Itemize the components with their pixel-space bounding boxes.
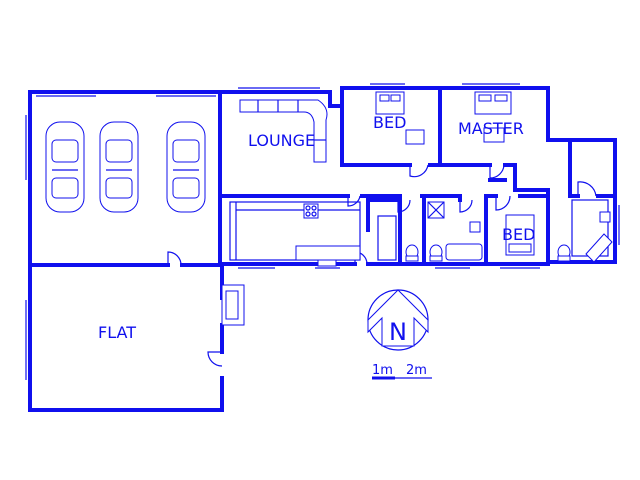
room-label-master: MASTER	[458, 119, 524, 138]
scale-label-1m: 1m	[372, 363, 393, 378]
sofa-icon	[239, 99, 328, 163]
bed-icon	[474, 91, 512, 143]
windows-and-counters	[25, 83, 620, 380]
toilet-icon	[429, 244, 443, 262]
toilet-icon	[405, 244, 419, 262]
room-label-flat: FLAT	[98, 323, 136, 342]
bed-icon	[505, 214, 535, 256]
car-icon	[45, 121, 85, 213]
bath-icon	[585, 211, 613, 263]
fireplace-icon	[221, 284, 245, 326]
walls	[28, 86, 617, 412]
car-icon	[166, 121, 206, 213]
room-label-bed: BED	[373, 113, 406, 132]
north-letter: N	[389, 318, 407, 346]
scale-bar: 1m 2m	[372, 363, 432, 380]
room-label-bed-2: BED	[502, 225, 535, 244]
car-icon	[99, 121, 139, 213]
bed-icon	[375, 91, 425, 145]
room-label-lounge: LOUNGE	[248, 131, 315, 150]
north-arrow-icon: N	[367, 289, 429, 351]
scale-label-2m: 2m	[406, 363, 427, 378]
stove-icon	[295, 203, 361, 267]
doors	[167, 164, 597, 367]
bath-icon	[427, 201, 483, 261]
toilet-icon	[557, 244, 571, 262]
